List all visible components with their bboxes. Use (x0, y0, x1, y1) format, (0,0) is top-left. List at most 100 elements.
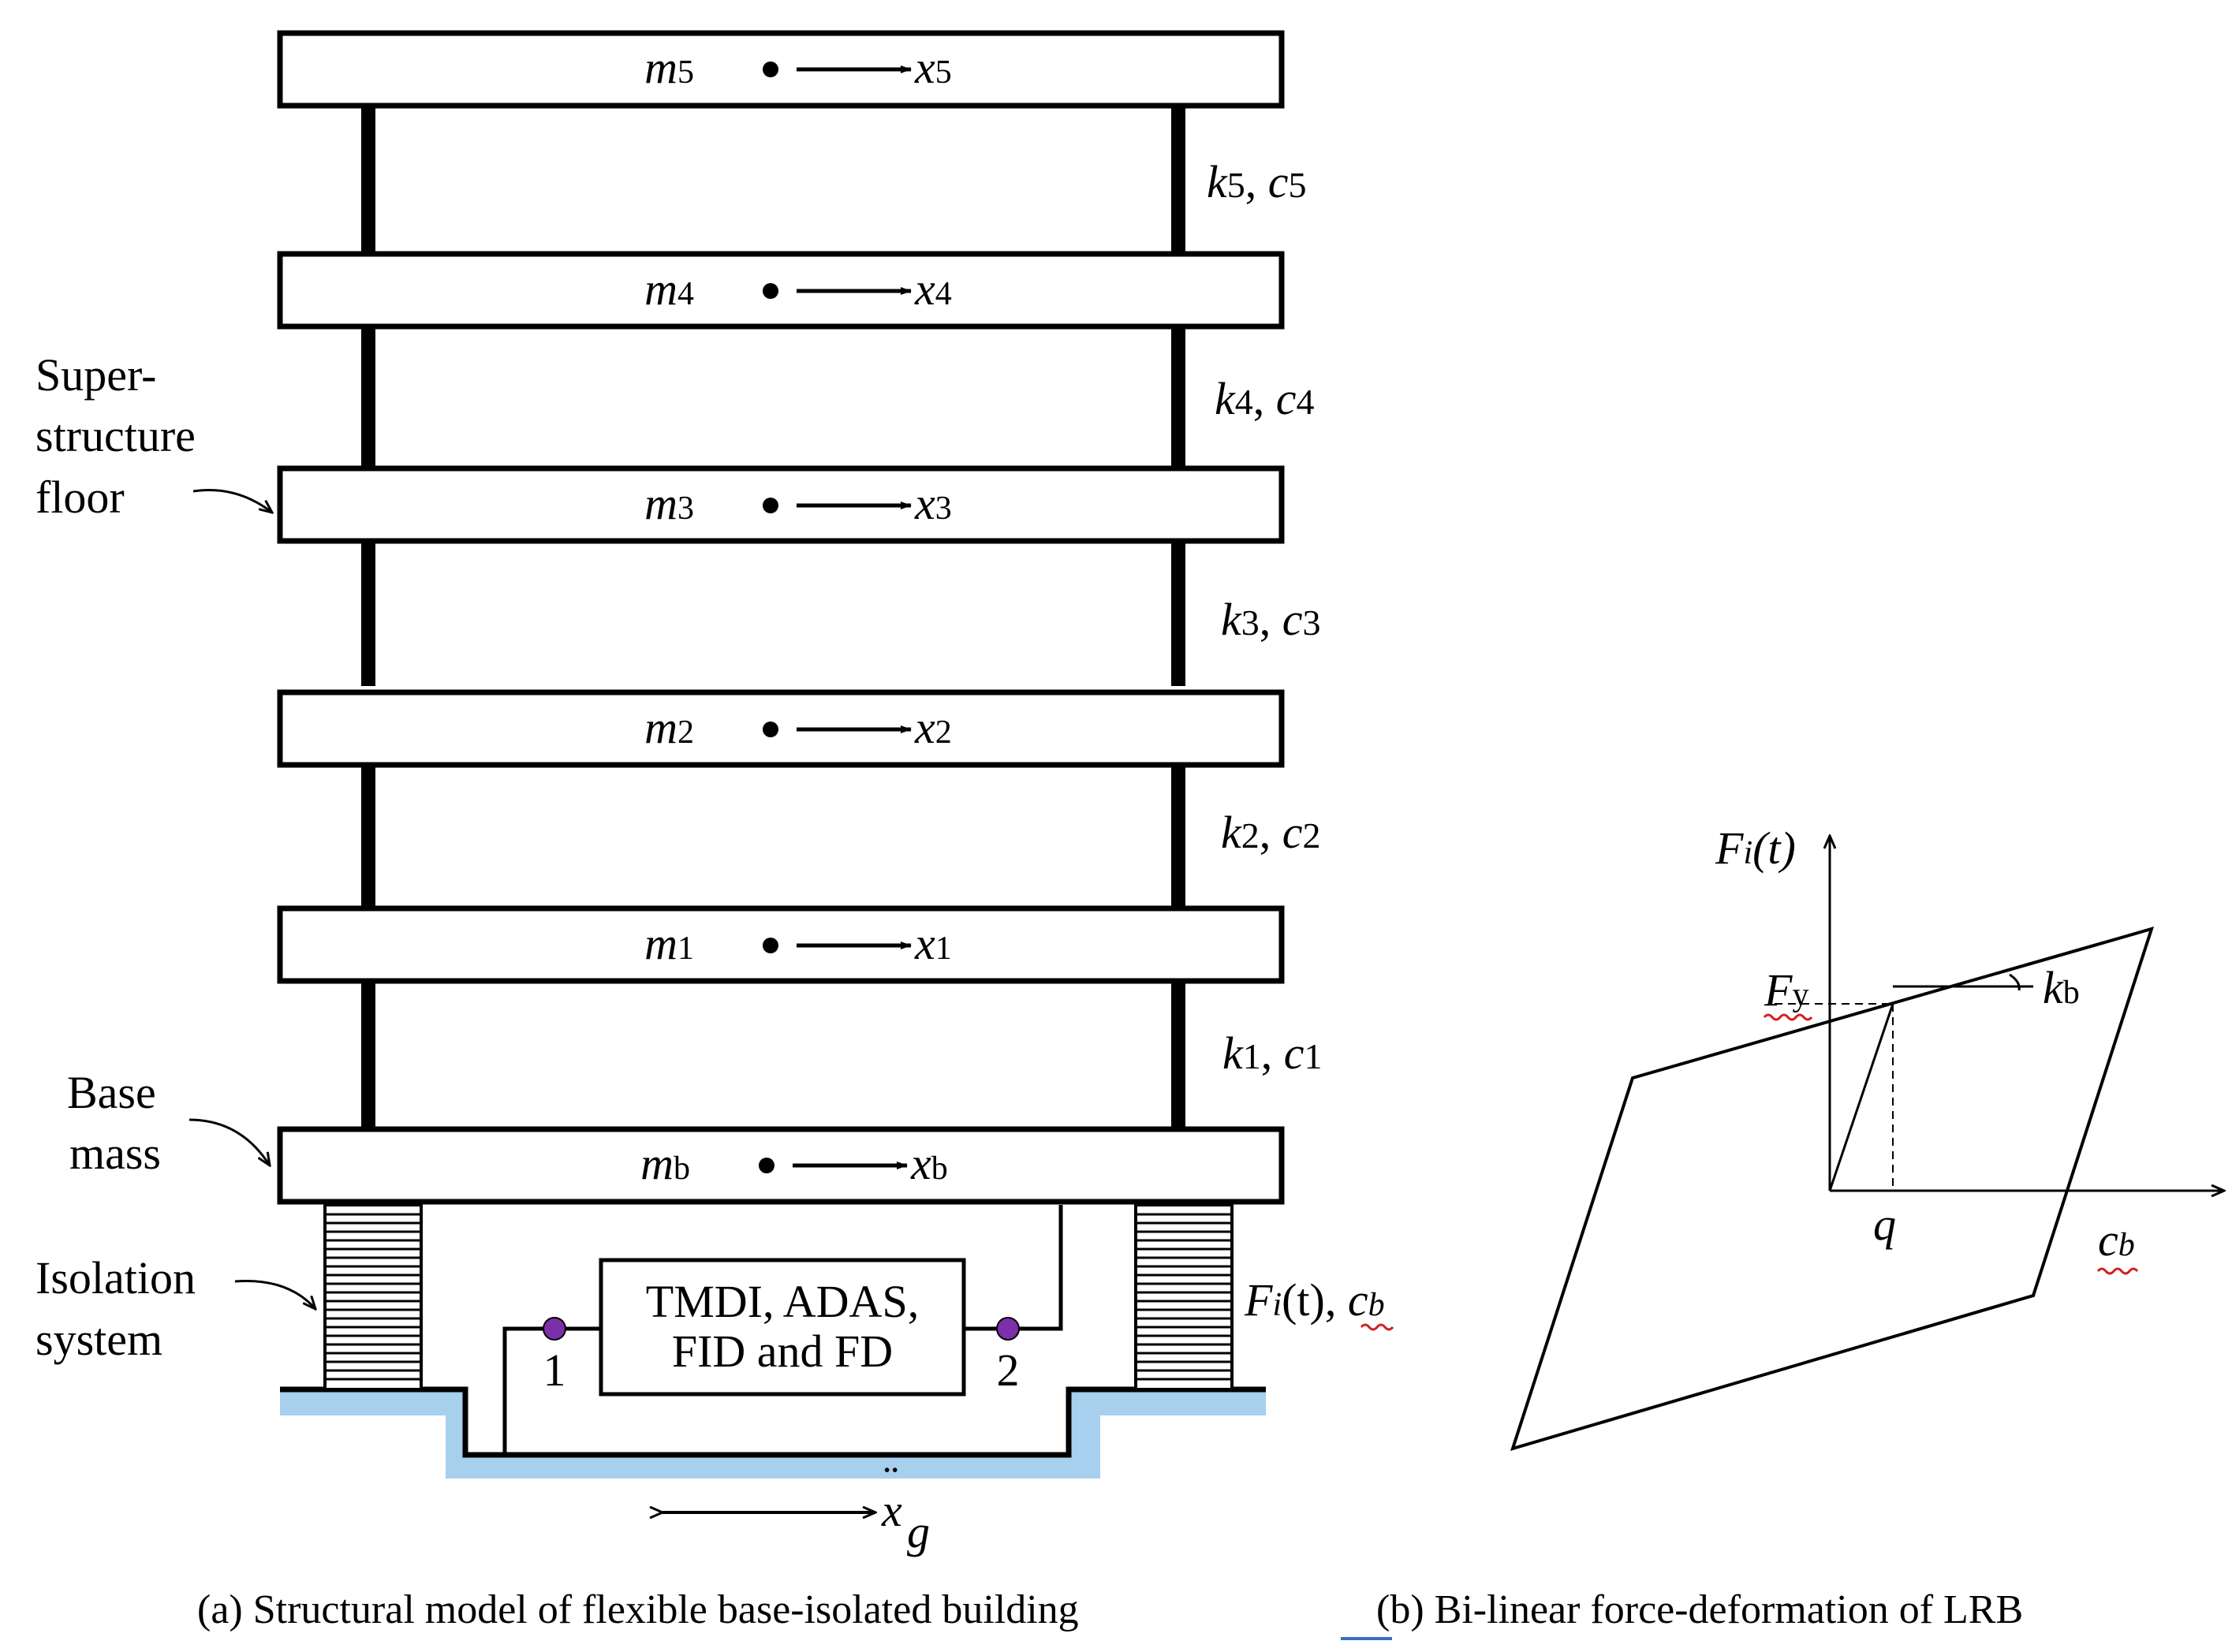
base-mass-label: Base mass (67, 1067, 270, 1179)
isolator-force-label: Fi(t), cb (1244, 1274, 1394, 1331)
svg-text:Fy: Fy (1764, 964, 1808, 1016)
column-left-story-2 (361, 765, 375, 911)
device-link-right (964, 1205, 1063, 1331)
ground (280, 1389, 1266, 1479)
svg-text:floor: floor (35, 472, 125, 523)
pointer-arrow (234, 1279, 315, 1309)
svg-text:Isolation: Isolation (35, 1252, 196, 1303)
connection-node-1 (543, 1317, 566, 1341)
column-left-story-3 (361, 540, 375, 686)
post-yield-stiffness-label: kb (2043, 962, 2080, 1013)
svg-text:¨: ¨ (883, 1456, 898, 1507)
floor-slab-5 (277, 30, 1285, 109)
svg-text:1: 1 (543, 1344, 566, 1396)
svg-text:Base: Base (67, 1067, 156, 1118)
svg-text:x2: x2 (914, 702, 952, 753)
column-left-story-5 (361, 106, 375, 256)
mass-dot (763, 938, 778, 953)
floor-2-annotation: m2 x2 (644, 702, 952, 753)
story-labels: k5, c5 k4, c4 k3, c3 k2, c2 k1, c1 (1207, 156, 1323, 1079)
svg-text:x: x (881, 1485, 902, 1536)
pointer-arrow (188, 1118, 270, 1165)
svg-text:m2: m2 (644, 702, 694, 753)
columns (361, 106, 1185, 1128)
mass-dot (763, 722, 778, 737)
mass-dot (763, 283, 778, 299)
svg-text:m1: m1 (644, 918, 694, 969)
floor-5-annotation: m5 x5 (644, 42, 952, 93)
svg-text:x5: x5 (914, 42, 952, 93)
y-axis-label: Fi(t) (1715, 822, 1796, 874)
ground-acceleration: x ¨ g (663, 1456, 930, 1557)
structural-model: m5 x5 m4 x4 m3 x3 m2 x2 (35, 30, 1394, 1632)
svg-text:m5: m5 (644, 42, 694, 93)
svg-text:x3: x3 (914, 478, 952, 529)
isolator-left (323, 1203, 423, 1391)
floor-slab-4 (277, 251, 1285, 330)
mass-dot (759, 1158, 774, 1173)
svg-text:mb: mb (640, 1138, 690, 1189)
column-right-story-1 (1171, 982, 1185, 1128)
floor-4-annotation: m4 x4 (644, 263, 952, 315)
base-slab (277, 1126, 1285, 1205)
yield-force-label: Fy (1763, 964, 1813, 1021)
hysteresis-loop (1510, 927, 2155, 1451)
svg-text:m3: m3 (644, 478, 694, 529)
caption-b: (b) Bi-linear force-deformation of LRB (1376, 1587, 2023, 1632)
damping-label: cb (2096, 1214, 2139, 1275)
story-5-label: k5, c5 (1207, 156, 1307, 207)
story-4-label: k4, c4 (1215, 373, 1315, 424)
floor-slab-1 (277, 905, 1285, 984)
mass-dot (763, 498, 778, 513)
spell-squiggle (2096, 1267, 2139, 1275)
svg-text:mass: mass (69, 1128, 161, 1179)
kb-angle-arc (2009, 973, 2021, 991)
floor-slabs (277, 30, 1285, 1205)
spell-squiggle (1360, 1323, 1394, 1331)
floor-1-annotation: m1 x1 (644, 918, 952, 969)
column-right-story-2 (1171, 765, 1185, 911)
initial-stiffness-line (1828, 1003, 1894, 1191)
svg-text:FID and FD: FID and FD (672, 1326, 893, 1377)
connection-node-2 (996, 1317, 1020, 1341)
mass-dot (763, 62, 778, 77)
svg-text:2: 2 (997, 1344, 1020, 1396)
story-3-label: k3, c3 (1221, 594, 1321, 645)
floor-slab-3 (277, 465, 1285, 544)
control-device: TMDI, ADAS, FID and FD 1 2 (502, 1205, 1063, 1455)
svg-text:g: g (907, 1506, 930, 1557)
column-left-story-1 (361, 982, 375, 1128)
pointer-arrow (192, 489, 272, 513)
ground-outline (280, 1386, 1266, 1458)
svg-text:m4: m4 (644, 263, 694, 315)
characteristic-strength-label: q (1873, 1199, 1896, 1250)
floor-annotations: m5 x5 m4 x4 m3 x3 m2 x2 (640, 42, 952, 1189)
svg-text:system: system (35, 1314, 162, 1365)
svg-text:Fi(t), cb: Fi(t), cb (1244, 1274, 1385, 1326)
isolator-right (1134, 1203, 1234, 1391)
column-left-story-4 (361, 327, 375, 469)
column-right-story-3 (1171, 540, 1185, 686)
base-floor-annotation: mb xb (640, 1138, 948, 1189)
device-box (599, 1258, 966, 1397)
hysteresis-loop-diagram: Fi(t) Fy kb q cb (b) Bi-linear force-def… (1341, 822, 2224, 1640)
svg-text:x1: x1 (914, 918, 952, 969)
superstructure-floor-label: Super- structure floor (35, 349, 272, 523)
column-right-story-4 (1171, 327, 1185, 469)
story-1-label: k1, c1 (1222, 1027, 1323, 1079)
svg-text:xb: xb (910, 1138, 948, 1189)
svg-text:cb: cb (2098, 1214, 2135, 1266)
caption-a: (a) Structural model of flexible base-is… (197, 1587, 1079, 1632)
device-link-left (502, 1326, 601, 1455)
spell-squiggle (1763, 1013, 1813, 1021)
column-right-story-5 (1171, 106, 1185, 256)
svg-text:TMDI, ADAS,: TMDI, ADAS, (646, 1276, 919, 1327)
floor-slab-2 (277, 689, 1285, 768)
svg-text:structure: structure (35, 410, 196, 461)
svg-text:Super-: Super- (35, 349, 156, 401)
svg-text:x4: x4 (914, 263, 952, 315)
story-2-label: k2, c2 (1221, 807, 1321, 858)
isolation-system-label: Isolation system (35, 1252, 315, 1365)
floor-3-annotation: m3 x3 (644, 478, 952, 529)
